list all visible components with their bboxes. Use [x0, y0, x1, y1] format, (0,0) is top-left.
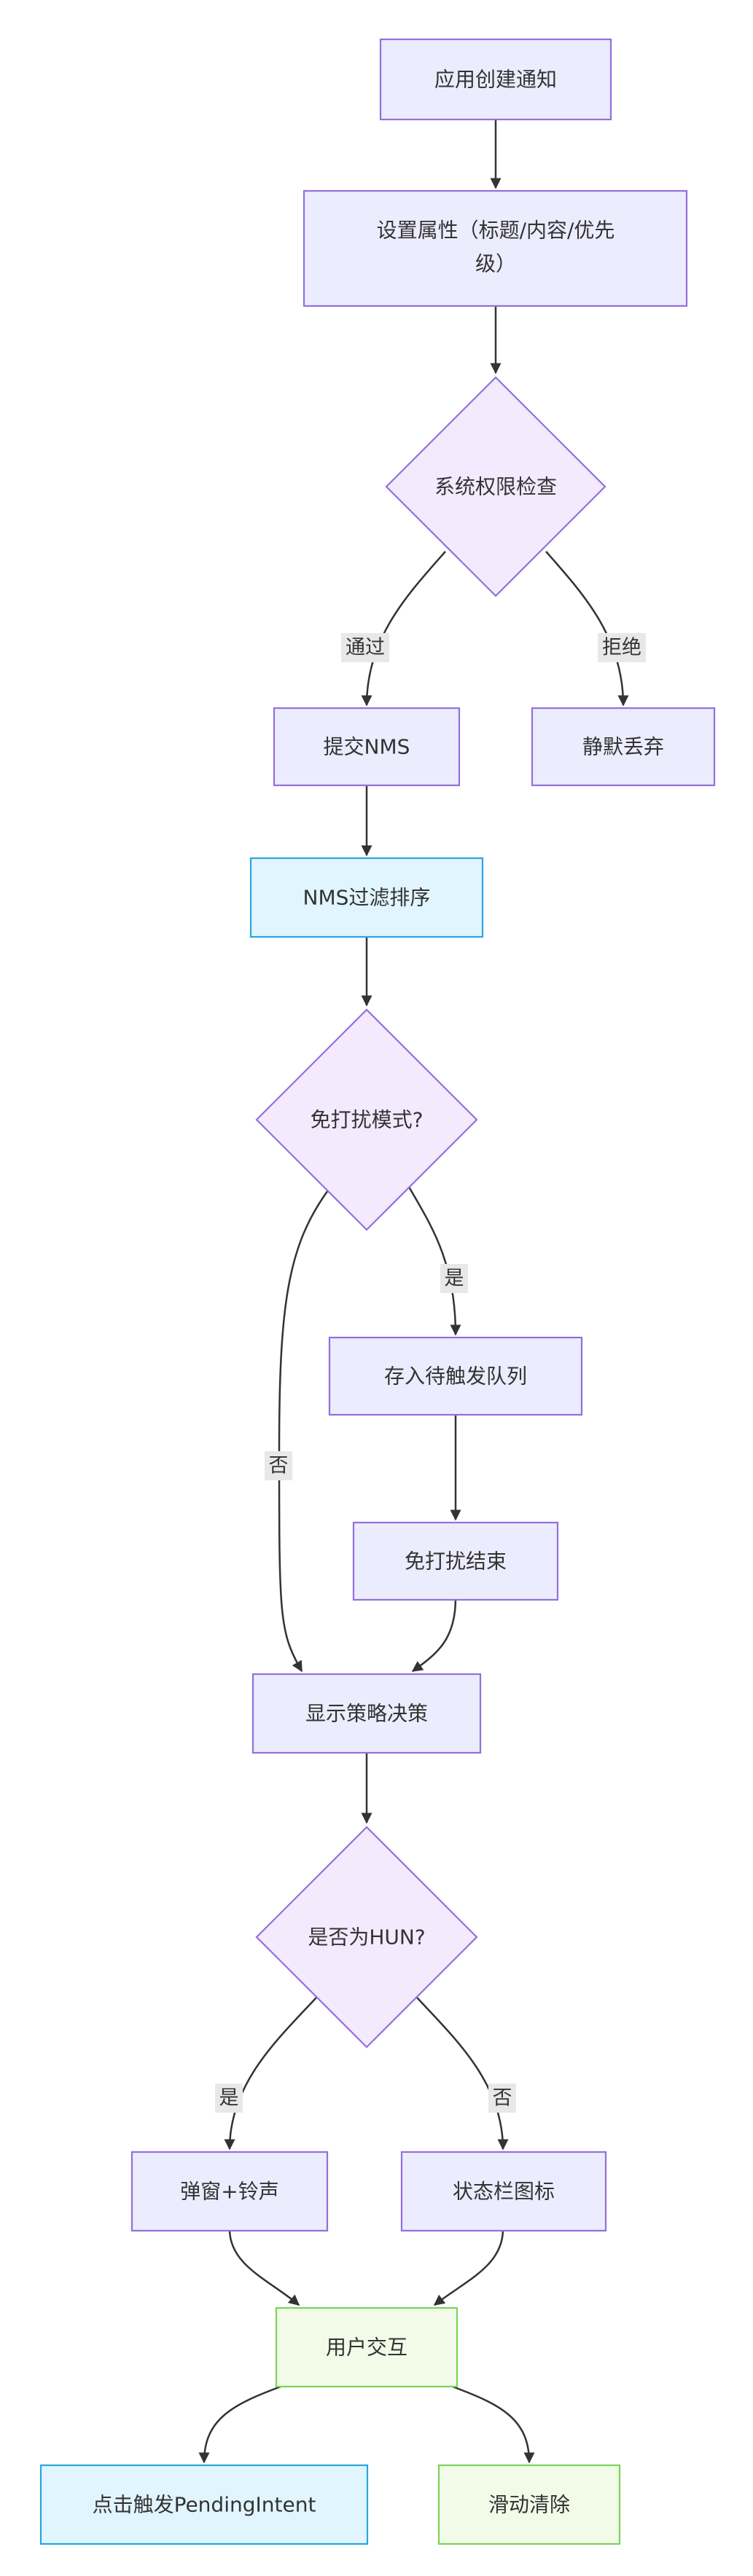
- node-is-hun: 是否为HUN?: [255, 1826, 478, 2049]
- node-swipe-clear-label: 滑动清除: [488, 2493, 570, 2517]
- node-submit-nms-label: 提交NMS: [324, 735, 410, 759]
- node-popup-ring: 弹窗+铃声: [130, 2151, 329, 2232]
- edge-interact-to-tap: [198, 2384, 284, 2464]
- node-set-attributes-line2: 级）: [475, 252, 516, 276]
- edge-end-to-display: [411, 1598, 457, 1673]
- edge-dnd-to-queue: [405, 1182, 461, 1336]
- node-nms-filter-label: NMS过滤排序: [303, 886, 431, 910]
- node-permission-check-label: 系统权限检查: [434, 475, 557, 499]
- node-dnd-end-label: 免打扰结束: [405, 1550, 507, 1574]
- node-display-policy: 显示策略决策: [251, 1673, 482, 1754]
- edge-label-reject: 拒绝: [602, 637, 641, 659]
- node-silent-drop: 静默丢弃: [531, 707, 716, 787]
- node-popup-ring-label: 弹窗+铃声: [180, 2180, 278, 2204]
- nodes: 应用创建通知 设置属性（标题/内容/优先 级） 系统权限检查 提交NMS 静默丢…: [39, 38, 716, 2545]
- node-nms-filter: NMS过滤排序: [249, 857, 484, 938]
- node-status-icon-label: 状态栏图标: [453, 2180, 555, 2204]
- node-dnd-mode-label: 免打扰模式?: [311, 1108, 424, 1132]
- edge-label-hun-yes: 是: [219, 2087, 239, 2110]
- edge-check-to-drop: [545, 551, 629, 707]
- node-is-hun-label: 是否为HUN?: [308, 1925, 425, 1949]
- node-set-attributes: 设置属性（标题/内容/优先 级）: [303, 189, 688, 307]
- edge-interact-to-swipe: [450, 2384, 535, 2464]
- node-tap-pendingintent: 点击触发PendingIntent: [39, 2464, 369, 2545]
- node-swipe-clear: 滑动清除: [437, 2464, 621, 2545]
- node-dnd-end: 免打扰结束: [352, 1521, 559, 1601]
- node-user-interact-label: 用户交互: [326, 2336, 407, 2360]
- edge-label-hun-no: 否: [493, 2087, 512, 2110]
- edge-label-dnd-no: 否: [269, 1455, 289, 1477]
- edge-hun-to-popup: [224, 1997, 317, 2151]
- node-pending-queue: 存入待触发队列: [328, 1336, 583, 1416]
- edge-hun-to-status: [416, 1997, 509, 2151]
- node-app-create: 应用创建通知: [379, 38, 612, 121]
- node-submit-nms: 提交NMS: [273, 707, 461, 787]
- node-silent-drop-label: 静默丢弃: [582, 735, 664, 759]
- edge-dnd-to-display: [278, 1190, 329, 1673]
- edge-labels: 通过 拒绝 是 否 是 否: [215, 633, 646, 2113]
- node-user-interact: 用户交互: [275, 2306, 459, 2388]
- edge-popup-to-interact: [228, 2229, 300, 2306]
- node-app-create-label: 应用创建通知: [434, 68, 557, 92]
- node-set-attributes-line1: 设置属性（标题/内容/优先: [377, 219, 615, 243]
- edges: [198, 119, 629, 2464]
- edge-label-dnd-yes: 是: [445, 1268, 464, 1290]
- edge-check-to-submit: [361, 551, 446, 707]
- node-permission-check: 系统权限检查: [385, 376, 606, 597]
- node-status-icon: 状态栏图标: [400, 2151, 607, 2232]
- edge-status-to-interact: [433, 2229, 504, 2306]
- node-display-policy-label: 显示策略决策: [305, 1702, 428, 1726]
- node-dnd-mode: 免打扰模式?: [255, 1008, 478, 1231]
- edge-label-pass: 通过: [346, 637, 385, 659]
- node-tap-pendingintent-label: 点击触发PendingIntent: [93, 2493, 316, 2517]
- node-pending-queue-label: 存入待触发队列: [384, 1364, 527, 1389]
